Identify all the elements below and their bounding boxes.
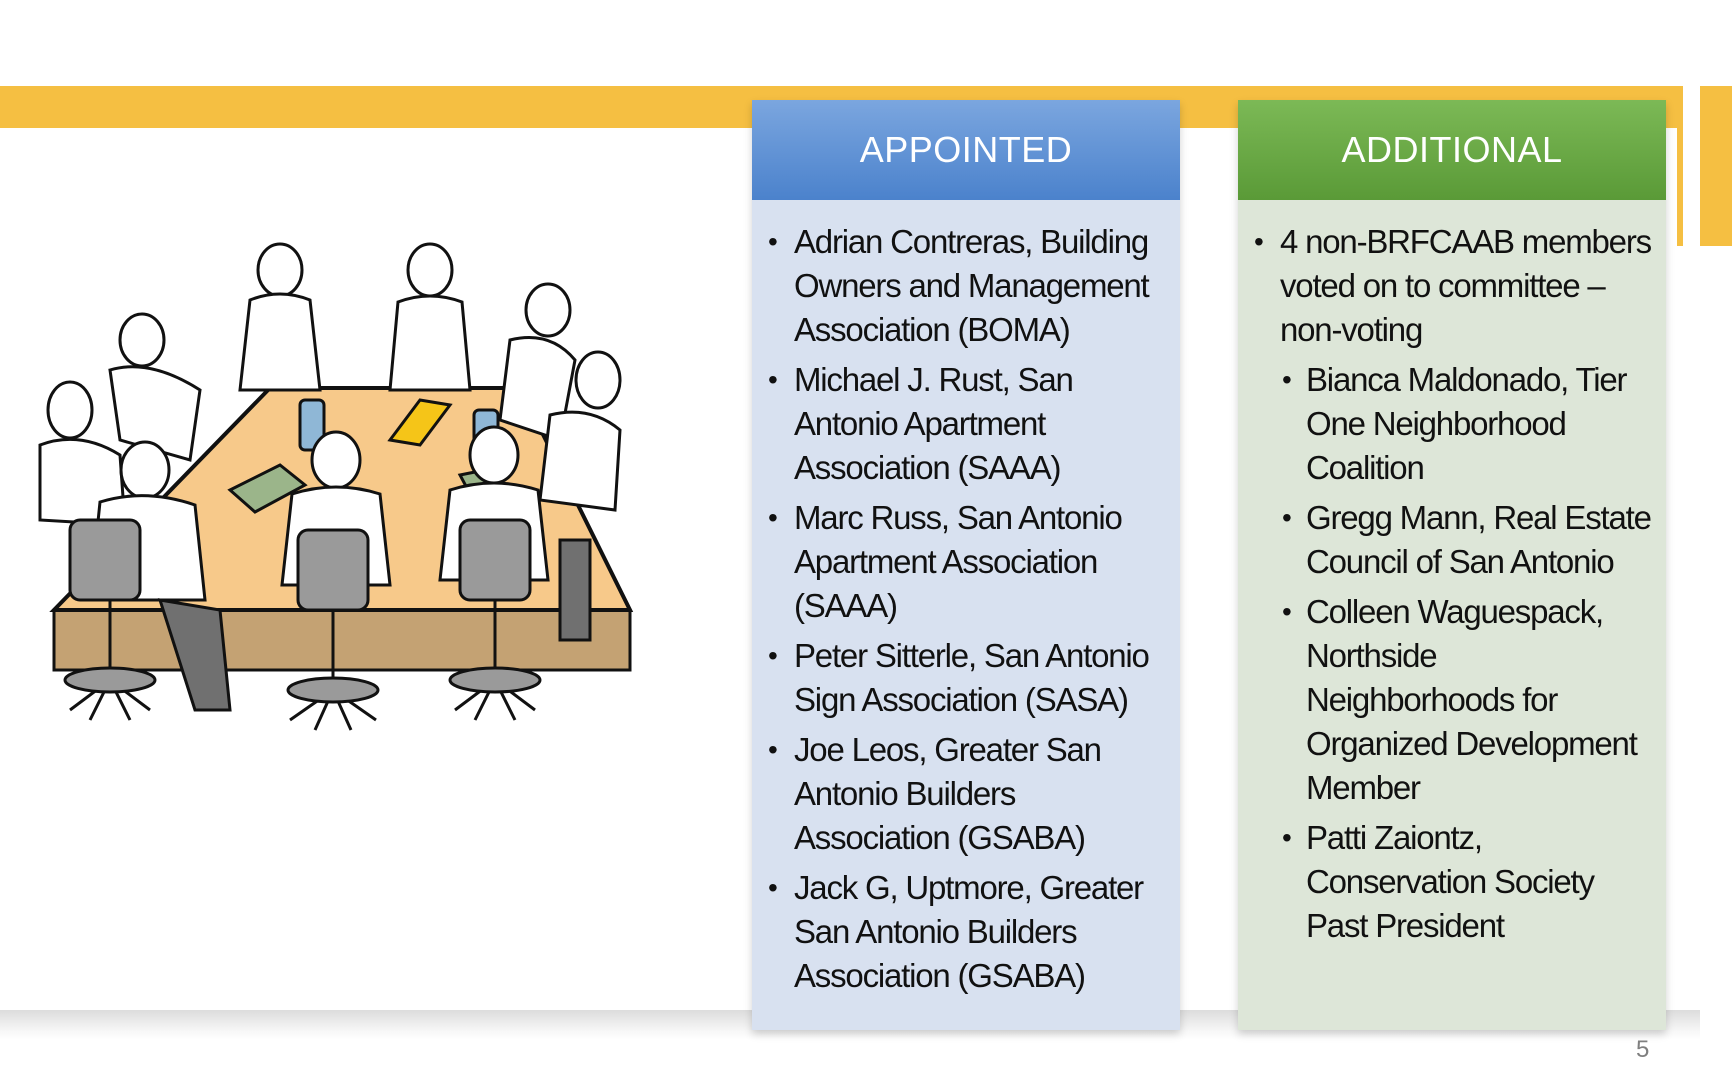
meeting-table-illustration bbox=[30, 240, 690, 820]
table-front-face bbox=[52, 608, 632, 672]
list-item: Patti Zaiontz, Conservation Society Past… bbox=[1280, 816, 1652, 948]
list-item: Bianca Maldonado, Tier One Neighborhood … bbox=[1280, 358, 1652, 490]
list-item: 4 non-BRFCAAB members voted on to commit… bbox=[1252, 220, 1652, 948]
additional-list: 4 non-BRFCAAB members voted on to commit… bbox=[1238, 200, 1666, 948]
additional-members-list: Bianca Maldonado, Tier One Neighborhood … bbox=[1280, 358, 1652, 948]
additional-header: ADDITIONAL bbox=[1238, 100, 1666, 200]
appointed-column: APPOINTED Adrian Contreras, Building Own… bbox=[752, 100, 1180, 1030]
list-item: Jack G, Uptmore, Greater San Antonio Bui… bbox=[766, 866, 1166, 998]
list-item: Marc Russ, San Antonio Apartment Associa… bbox=[766, 496, 1166, 628]
additional-column: ADDITIONAL 4 non-BRFCAAB members voted o… bbox=[1238, 100, 1666, 1030]
meeting-illustration-svg bbox=[38, 242, 634, 731]
page-number: 5 bbox=[1636, 1036, 1650, 1063]
list-item: Joe Leos, Greater San Antonio Builders A… bbox=[766, 728, 1166, 860]
right-accent-thick-bar bbox=[1700, 86, 1732, 246]
list-item: Michael J. Rust, San Antonio Apartment A… bbox=[766, 358, 1166, 490]
notebook-icon bbox=[387, 398, 453, 447]
right-accent-thin-bar bbox=[1677, 86, 1683, 246]
additional-intro: 4 non-BRFCAAB members voted on to commit… bbox=[1280, 223, 1652, 348]
list-item: Peter Sitterle, San Antonio Sign Associa… bbox=[766, 634, 1166, 722]
appointed-list: Adrian Contreras, Building Owners and Ma… bbox=[752, 200, 1180, 998]
list-item: Colleen Waguespack, Northside Neighborho… bbox=[1280, 590, 1652, 810]
list-item: Adrian Contreras, Building Owners and Ma… bbox=[766, 220, 1166, 352]
papers-icon bbox=[227, 463, 308, 514]
appointed-header: APPOINTED bbox=[752, 100, 1180, 200]
list-item: Gregg Mann, Real Estate Council of San A… bbox=[1280, 496, 1652, 584]
